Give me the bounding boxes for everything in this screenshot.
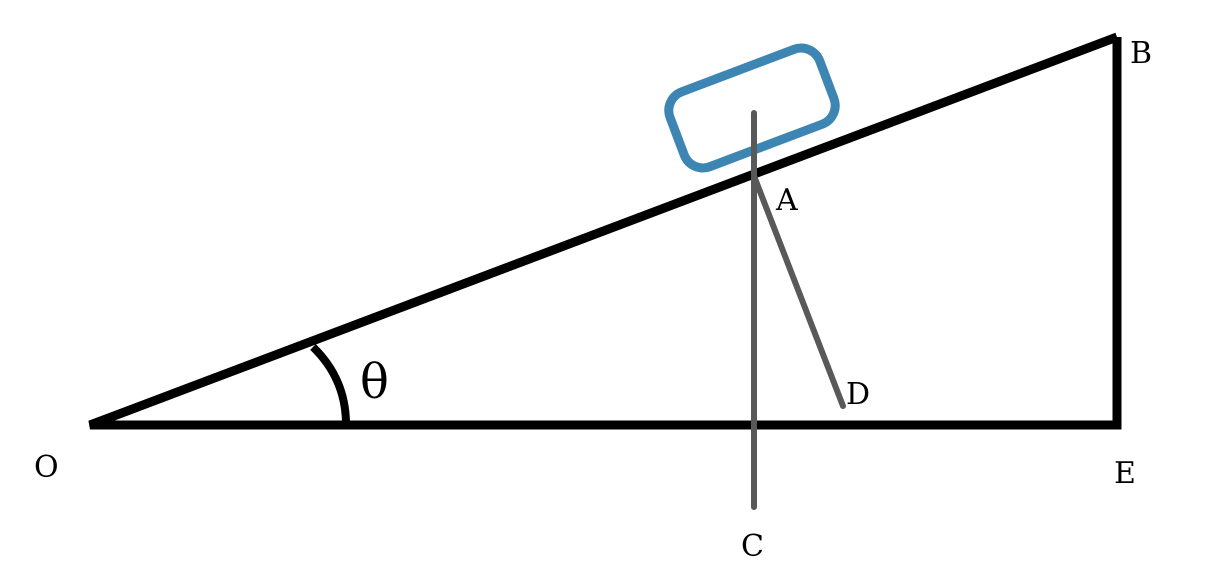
label-O: O xyxy=(34,450,59,485)
label-B: B xyxy=(1130,36,1152,71)
label-E: E xyxy=(1114,456,1136,491)
block xyxy=(664,43,840,173)
label-D: D xyxy=(846,377,870,412)
incline-triangle xyxy=(88,32,1122,430)
label-C: C xyxy=(741,529,764,564)
label-theta: θ xyxy=(360,354,389,410)
line-normal-AD xyxy=(751,173,846,409)
label-A: A xyxy=(775,183,798,218)
angle-arc xyxy=(310,344,350,423)
